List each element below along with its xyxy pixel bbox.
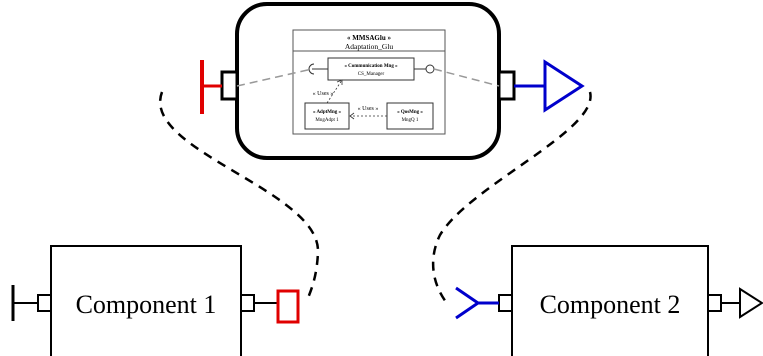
component-1-left-port[interactable] (37, 294, 52, 312)
glue-inner-class: « MMSAGlu » Adaptation_Glu « Communicati… (292, 29, 446, 135)
comm-provided-lollipop (425, 64, 435, 74)
glue-name: Adaptation_Glu (345, 42, 394, 51)
right-attachment-link (431, 91, 592, 303)
component-1-box[interactable] (50, 245, 242, 356)
component-2-right-port[interactable] (707, 294, 722, 312)
glue-stereotype: « MMSAGlu » (347, 34, 391, 42)
qos-manager-box[interactable] (386, 102, 434, 130)
comm-manager-name: CS_Manager (358, 72, 385, 77)
component-2-blue-socket (455, 286, 481, 320)
glue-right-port[interactable] (497, 70, 516, 101)
qos-manager-stereotype: « QosMng » (397, 110, 423, 115)
comm-manager-stereotype: « Communication Mng » (344, 64, 398, 69)
adapt-manager-box[interactable] (304, 102, 350, 130)
component-2-label: Component 2 (540, 290, 681, 319)
adapt-manager-name: MngAdpt 1 (315, 118, 339, 123)
glue-connector: « MMSAGlu » Adaptation_Glu « Communicati… (200, 2, 585, 160)
component-1-label: Component 1 (76, 290, 217, 319)
uses-vertical-dependency (326, 79, 343, 104)
adapt-manager-stereotype: « AdptMng » (313, 110, 342, 115)
component-1-red-required-interface[interactable] (276, 289, 300, 324)
glue-left-port[interactable] (220, 70, 239, 101)
component-1: Component 1 (11, 245, 300, 356)
component-2-provided-triangle (739, 287, 763, 319)
qos-manager-name: MngQ 1 (402, 118, 419, 123)
left-attachment-link (158, 91, 320, 299)
uses-vertical-label: « Uses » (313, 91, 334, 97)
glue-right-provided-triangle (543, 59, 585, 113)
component-2: Component 2 (455, 245, 763, 356)
uses-horizontal-label: « Uses » (358, 106, 379, 112)
glue-right-dash (433, 68, 500, 87)
component-2-left-port[interactable] (498, 294, 513, 312)
component-1-right-port[interactable] (240, 294, 255, 312)
